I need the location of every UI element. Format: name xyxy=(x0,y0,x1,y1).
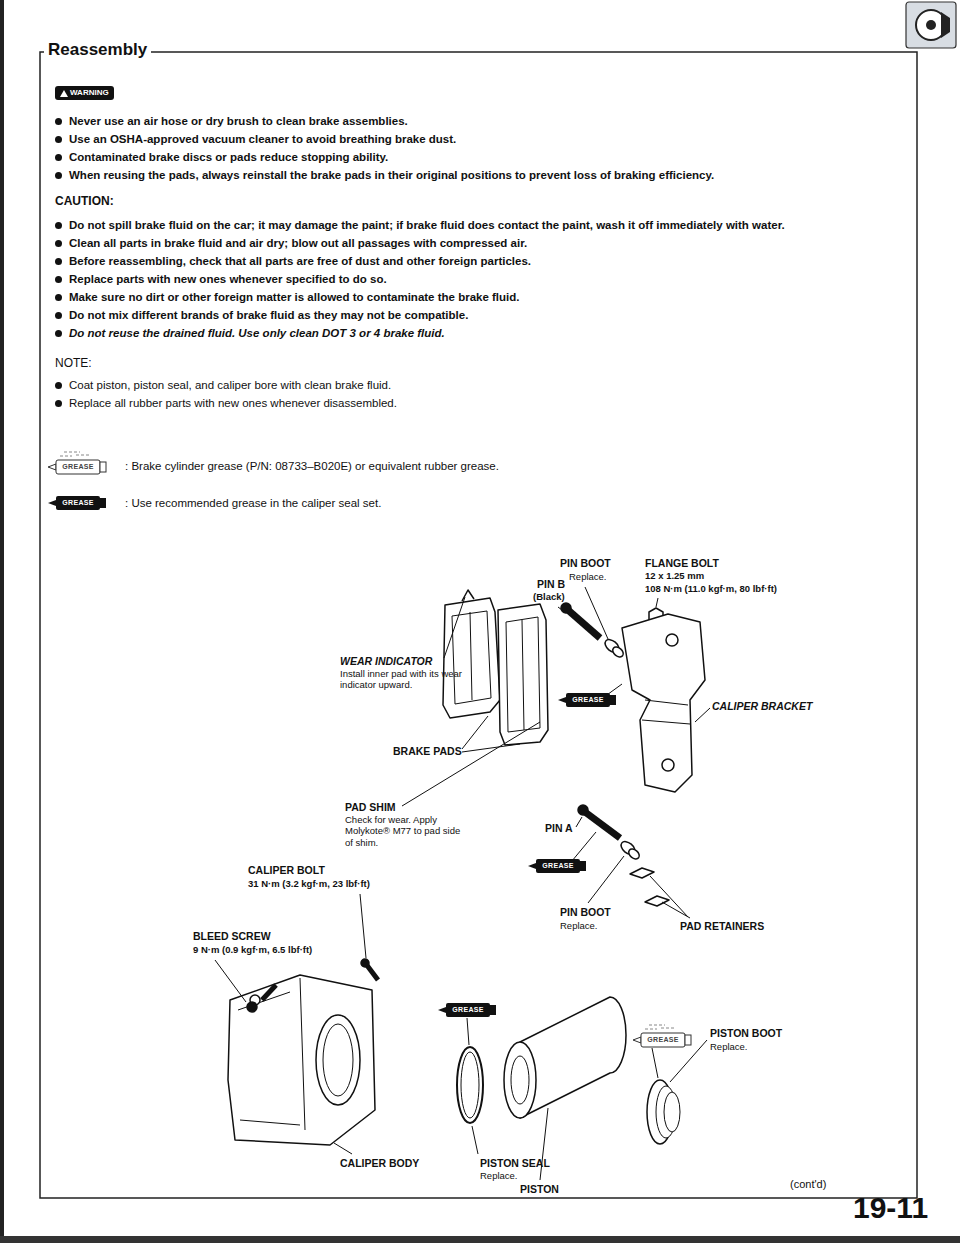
part-name: PAD SHIM xyxy=(345,801,396,814)
notice-block: WARNING Never use an air hose or dry brus… xyxy=(55,86,913,412)
grease-icon-text: GREASE xyxy=(643,1035,683,1045)
warning-triangle xyxy=(60,90,68,97)
bullet-dot xyxy=(55,330,62,337)
continued-note: (cont'd) xyxy=(790,1178,826,1191)
warning-text: When reusing the pads, always reinstall … xyxy=(69,166,913,184)
legend-text: : Brake cylinder grease (P/N: 08733–B020… xyxy=(125,460,499,474)
section-title: Reassembly xyxy=(44,40,151,60)
caution-text-row: Make sure no dirt or other foreign matte… xyxy=(55,288,913,306)
caution-heading-row: CAUTION: xyxy=(55,192,913,210)
grease-icon-text: GREASE xyxy=(58,462,98,472)
bullet-dot xyxy=(55,294,62,301)
grease-icon-text: GREASE xyxy=(448,1005,488,1015)
note-text-row: Coat piston, piston seal, and caliper bo… xyxy=(55,376,913,394)
bullet-dot xyxy=(55,382,62,389)
bullet-dot xyxy=(55,222,62,229)
part-name: PIN A xyxy=(545,822,573,835)
grease-icon-text: GREASE xyxy=(568,695,608,705)
bullet-dot xyxy=(55,312,62,319)
caution-text: Clean all parts in brake fluid and air d… xyxy=(69,234,913,252)
warning-text: Never use an air hose or dry brush to cl… xyxy=(69,112,913,130)
caution-heading: CAUTION: xyxy=(55,192,913,210)
warning-text: Contaminated brake discs or pads reduce … xyxy=(69,148,913,166)
grease-icon-text: GREASE xyxy=(58,498,98,508)
part-name: FLANGE BOLT xyxy=(645,557,719,570)
part-note: Replace. xyxy=(710,1041,748,1052)
bullet-dot xyxy=(55,276,62,283)
part-name: PIN BOOT xyxy=(560,906,611,919)
part-name: PIN B xyxy=(537,578,565,591)
dimension: 12 x 1.25 mm xyxy=(645,570,704,581)
part-note: (Black) xyxy=(533,591,565,602)
bullet-dot xyxy=(55,400,62,407)
bullet-dot xyxy=(55,154,62,161)
bullet-dot xyxy=(55,240,62,247)
bullet-dot xyxy=(55,172,62,179)
warning-text-row: Never use an air hose or dry brush to cl… xyxy=(55,112,913,130)
bullet-dot xyxy=(55,258,62,265)
caution-text-row: Do not reuse the drained fluid. Use only… xyxy=(55,324,913,342)
part-name: WEAR INDICATOR xyxy=(340,655,432,668)
part-note: Replace. xyxy=(560,920,598,931)
part-name: PISTON BOOT xyxy=(710,1027,782,1040)
note-text: Replace all rubber parts with new ones w… xyxy=(69,394,913,412)
caution-text-row: Before reassembling, check that all part… xyxy=(55,252,913,270)
part-name: CALIPER BRACKET xyxy=(712,700,812,713)
part-name: PIN BOOT xyxy=(560,557,611,570)
caution-text: Do not reuse the drained fluid. Use only… xyxy=(69,324,913,342)
part-name: BLEED SCREW xyxy=(193,930,271,943)
caution-text-row: Do not spill brake fluid on the car; it … xyxy=(55,216,913,234)
note-heading: NOTE: xyxy=(55,354,913,372)
caution-text: Replace parts with new ones whenever spe… xyxy=(69,270,913,288)
part-name: CALIPER BODY xyxy=(340,1157,419,1170)
part-name: CALIPER BOLT xyxy=(248,864,325,877)
part-name: PAD RETAINERS xyxy=(680,920,764,933)
caution-text: Do not spill brake fluid on the car; it … xyxy=(69,216,913,234)
bullet-dot xyxy=(55,136,62,143)
legend-text: : Use recommended grease in the caliper … xyxy=(125,497,381,511)
note-heading-row: NOTE: xyxy=(55,354,913,372)
caution-text-row: Do not mix different brands of brake flu… xyxy=(55,306,913,324)
part-name: PISTON xyxy=(520,1183,559,1196)
bullet-dot xyxy=(55,118,62,125)
caution-text: Do not mix different brands of brake flu… xyxy=(69,306,913,324)
warning-text-row: Contaminated brake discs or pads reduce … xyxy=(55,148,913,166)
part-name: BRAKE PADS xyxy=(393,745,462,758)
note-text-row: Replace all rubber parts with new ones w… xyxy=(55,394,913,412)
caution-text-row: Replace parts with new ones whenever spe… xyxy=(55,270,913,288)
page-number: 19-11 xyxy=(853,1190,928,1226)
warning-text-row: When reusing the pads, always reinstall … xyxy=(55,166,913,184)
warning-text-row: Use an OSHA-approved vacuum cleaner to a… xyxy=(55,130,913,148)
torque-spec: 31 N·m (3.2 kgf·m, 23 lbf·ft) xyxy=(248,878,370,889)
grease-icon-text: GREASE xyxy=(538,861,578,871)
caution-text-row: Clean all parts in brake fluid and air d… xyxy=(55,234,913,252)
part-note: Check for wear. Apply Molykote® M77 to p… xyxy=(345,814,470,848)
warning-badge: WARNING xyxy=(55,86,114,100)
caution-text: Make sure no dirt or other foreign matte… xyxy=(69,288,913,306)
part-note: Install inner pad with its wear indicato… xyxy=(340,668,480,691)
warning-text: Use an OSHA-approved vacuum cleaner to a… xyxy=(69,130,913,148)
warning-badge-row: WARNING xyxy=(55,86,913,100)
note-text: Coat piston, piston seal, and caliper bo… xyxy=(69,376,913,394)
part-note: Replace. xyxy=(480,1170,518,1181)
part-note: Replace. xyxy=(569,571,607,582)
caution-text: Before reassembling, check that all part… xyxy=(69,252,913,270)
torque-spec: 108 N·m (11.0 kgf·m, 80 lbf·ft) xyxy=(645,583,777,594)
torque-spec: 9 N·m (0.9 kgf·m, 6.5 lbf·ft) xyxy=(193,944,312,955)
part-name: PISTON SEAL xyxy=(480,1157,550,1170)
